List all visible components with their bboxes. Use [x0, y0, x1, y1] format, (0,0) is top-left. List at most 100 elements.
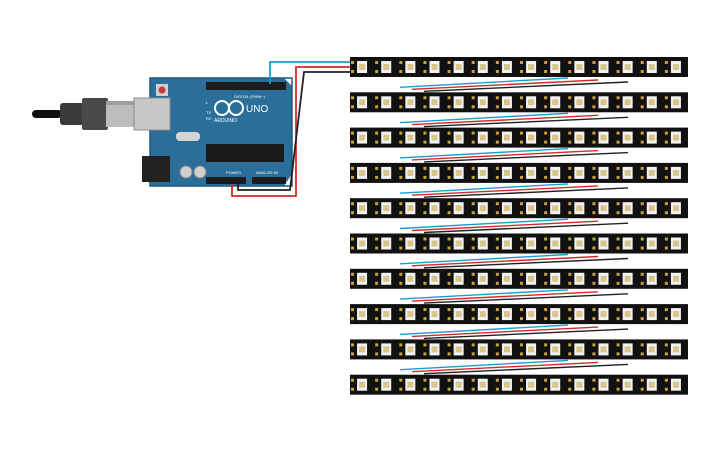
ground-wire[interactable]	[423, 187, 629, 198]
led-pixel	[375, 166, 392, 179]
led-pixel	[568, 202, 585, 215]
led-pixel	[544, 343, 561, 356]
led-strip[interactable]	[350, 162, 688, 183]
led-pixel	[664, 308, 681, 321]
led-strip[interactable]	[350, 127, 688, 148]
led-strip[interactable]	[350, 374, 688, 395]
led-pixel	[616, 343, 633, 356]
led-pixel	[375, 343, 392, 356]
led-strip[interactable]	[350, 198, 688, 219]
led-pixel	[616, 308, 633, 321]
led-pixel	[664, 378, 681, 391]
power-wire[interactable]	[411, 255, 599, 267]
ground-wire[interactable]	[423, 81, 629, 92]
ground-wire[interactable]	[423, 363, 629, 375]
power-wire[interactable]	[231, 66, 350, 197]
led-pixel	[471, 308, 488, 321]
led-pixel	[423, 202, 440, 215]
capacitor-2	[193, 165, 207, 179]
led-strip[interactable]	[350, 339, 688, 360]
power-wire[interactable]	[411, 361, 599, 373]
data-wire[interactable]	[269, 61, 350, 84]
data-wire[interactable]	[399, 253, 569, 265]
power-wire[interactable]	[411, 291, 599, 302]
led-pixel	[568, 131, 585, 144]
ground-wire[interactable]	[423, 257, 629, 269]
usb-cable[interactable]	[32, 98, 134, 130]
digital-label: DIGITAL (PWM~)	[234, 94, 266, 99]
ground-wire[interactable]	[423, 151, 629, 163]
led-pixel	[592, 96, 609, 109]
arduino-uno-board[interactable]: UNO ARDUINO DIGITAL (PWM~) POWER ANALOG …	[133, 77, 293, 187]
led-strip[interactable]	[350, 57, 688, 77]
led-pixel	[495, 378, 512, 391]
led-pixel	[568, 343, 585, 356]
led-strip-body	[350, 92, 688, 113]
led-pixel	[616, 378, 633, 391]
power-wire[interactable]	[411, 149, 599, 161]
arduino-wires[interactable]	[231, 61, 350, 197]
led-strip-body	[350, 198, 688, 219]
led-pixel	[399, 96, 416, 109]
led-pixel	[664, 237, 681, 250]
crystal	[176, 132, 200, 141]
led-pixel	[568, 272, 585, 285]
led-pixel	[520, 131, 537, 144]
power-wire[interactable]	[411, 220, 599, 232]
data-wire[interactable]	[399, 112, 569, 124]
data-wire[interactable]	[399, 359, 569, 371]
led-pixel	[447, 61, 464, 73]
led-strip[interactable]	[350, 304, 688, 325]
led-pixel	[495, 343, 512, 356]
led-pixel	[495, 61, 512, 73]
led-pixel	[471, 343, 488, 356]
led-strip[interactable]	[350, 268, 688, 289]
led-pixel	[664, 96, 681, 109]
led-strip-body	[350, 339, 688, 360]
led-pixel	[616, 166, 633, 179]
led-pixel	[520, 202, 537, 215]
led-pixel	[592, 237, 609, 250]
led-pixel	[544, 378, 561, 391]
led-strip-body	[350, 268, 688, 289]
led-pixel	[471, 237, 488, 250]
led-pixel	[592, 343, 609, 356]
led-pixel	[351, 378, 368, 391]
led-pixel	[375, 96, 392, 109]
led-pixel	[351, 343, 368, 356]
led-pixel	[351, 202, 368, 215]
led-pixel	[592, 272, 609, 285]
led-strip-body	[350, 304, 688, 325]
ground-wire[interactable]	[423, 116, 629, 128]
led-pixel	[664, 202, 681, 215]
data-wire[interactable]	[399, 218, 569, 230]
led-pixel	[544, 272, 561, 285]
led-pixel	[351, 96, 368, 109]
led-pixel	[544, 308, 561, 321]
data-wire[interactable]	[399, 324, 569, 336]
led-strip[interactable]	[350, 233, 688, 254]
led-pixel	[616, 61, 633, 73]
power-wire[interactable]	[411, 326, 599, 338]
power-wire[interactable]	[411, 79, 599, 90]
led-pixel	[640, 61, 657, 73]
ground-wire[interactable]	[423, 222, 629, 234]
power-wire[interactable]	[411, 114, 599, 126]
led-pixel	[495, 237, 512, 250]
led-pixel	[616, 272, 633, 285]
data-wire[interactable]	[399, 77, 569, 88]
led-pixel	[471, 96, 488, 109]
led-pixel	[640, 166, 657, 179]
ground-wire[interactable]	[423, 293, 629, 304]
ground-wire[interactable]	[237, 71, 350, 191]
led-pixel	[495, 166, 512, 179]
ground-wire[interactable]	[423, 328, 629, 340]
data-wire[interactable]	[399, 289, 569, 300]
led-pixel	[495, 202, 512, 215]
power-wire[interactable]	[411, 185, 599, 196]
data-wire[interactable]	[399, 183, 569, 194]
led-strip[interactable]	[350, 92, 688, 113]
data-wire[interactable]	[399, 147, 569, 159]
led-pixel	[423, 343, 440, 356]
